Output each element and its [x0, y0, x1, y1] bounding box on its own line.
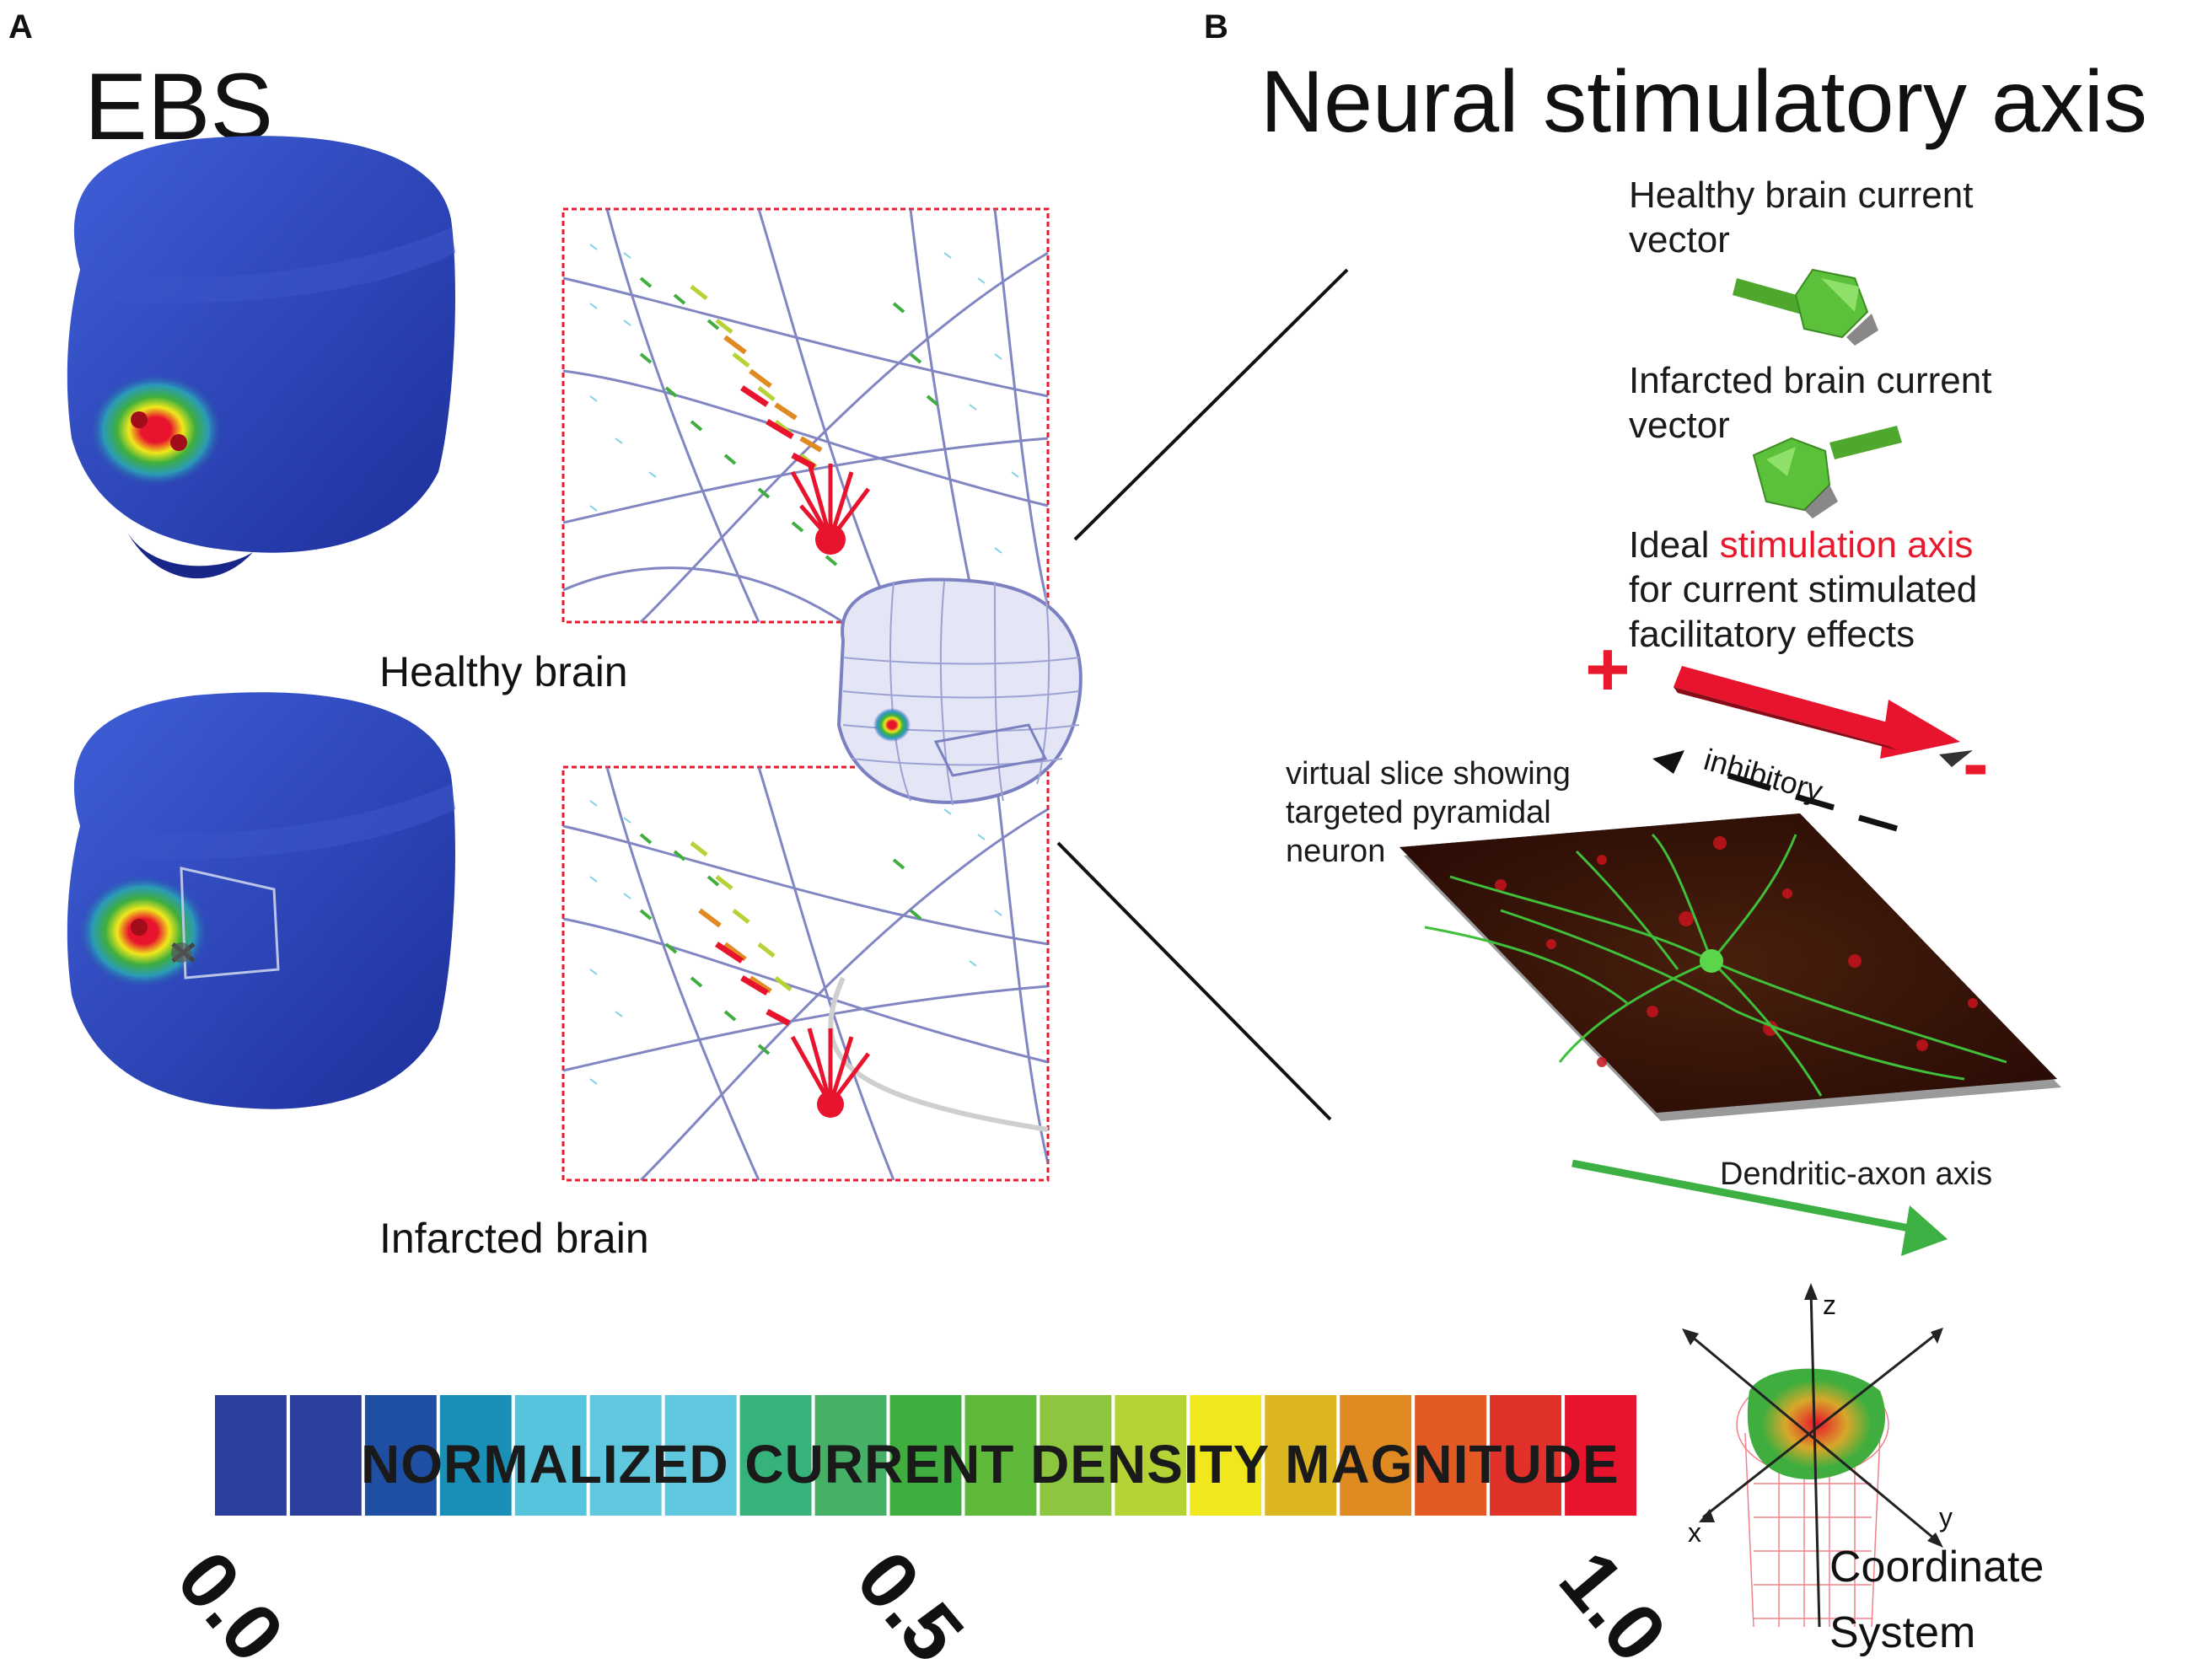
colorbar-swatch [1490, 1395, 1561, 1516]
colorbar-swatch [1565, 1395, 1636, 1516]
neural-slice-image [1400, 813, 2061, 1121]
ideal-axis-line2: for current stimulated [1629, 569, 1978, 610]
wireframe-head [836, 577, 1083, 806]
infarcted-vector-label: Infarcted brain current vector [1629, 358, 1991, 448]
colorbar-swatch [1040, 1395, 1112, 1516]
infarcted-vector-line1: Infarcted brain current [1629, 360, 1992, 401]
slice-line3: neuron [1286, 834, 1386, 869]
slice-line2: targeted pyramidal [1286, 795, 1551, 830]
colorbar-swatch [589, 1395, 662, 1516]
axis-z-label: z [1823, 1290, 1836, 1320]
colorbar-swatch [664, 1395, 737, 1516]
axis-x-label: x [1688, 1517, 1701, 1548]
colorbar-swatch [215, 1395, 287, 1516]
colorbar-swatch [514, 1395, 587, 1516]
plus-sign: + [1585, 626, 1631, 712]
colorbar-swatch [1190, 1395, 1262, 1516]
dendritic-axis-label: Dendritic-axon axis [1720, 1157, 1993, 1192]
colorbar-swatch [1115, 1395, 1187, 1516]
infarcted-vector-line2: vector [1629, 405, 1730, 446]
ideal-axis-line3: facilitatory effects [1629, 614, 1915, 655]
infarcted-vector-icon [1752, 426, 1902, 518]
healthy-zoom-panel [561, 207, 1050, 624]
healthy-vector-label: Healthy brain current vector [1629, 173, 1973, 262]
colorbar-swatch [439, 1395, 512, 1516]
panel-b-letter: B [1204, 8, 1228, 46]
slice-line1: virtual slice showing [1286, 756, 1571, 792]
colorbar-swatch [739, 1395, 812, 1516]
neural-axis-title: Neural stimulatory axis [1260, 53, 2147, 151]
stimulation-axis-arrow [1674, 666, 1973, 767]
colorbar-swatch [364, 1395, 437, 1516]
coordinate-system [1682, 1283, 1943, 1628]
infarcted-vector-field [589, 800, 1002, 1118]
colorbar [215, 1395, 1636, 1516]
panel-a-letter: A [8, 8, 33, 46]
coord-line1: Coordinate [1829, 1543, 2044, 1591]
colorbar-swatch [889, 1395, 962, 1516]
ideal-axis-label: Ideal stimulation axis for current stimu… [1629, 523, 1977, 657]
healthy-vector-line2: vector [1629, 219, 1730, 260]
colorbar-swatch [964, 1395, 1037, 1516]
colorbar-swatch [1340, 1395, 1412, 1516]
colorbar-swatch [289, 1395, 362, 1516]
coordinate-system-label: Coordinate System [1829, 1534, 2044, 1666]
infarcted-zoom-panel [561, 765, 1050, 1182]
colorbar-swatch [1415, 1395, 1487, 1516]
infarcted-head-model [67, 692, 455, 1109]
ideal-highlight: stimulation axis [1719, 524, 1974, 566]
coord-line2: System [1829, 1608, 1976, 1657]
colorbar-swatch [814, 1395, 887, 1516]
inhibitory-dashed-arrow [1652, 750, 1898, 832]
healthy-vector-line1: Healthy brain current [1629, 174, 1974, 216]
axis-y-label: y [1939, 1502, 1953, 1532]
healthy-brain-label: Healthy brain [379, 648, 628, 695]
connector-line-bottom [1056, 841, 1332, 1121]
colorbar-swatch [1265, 1395, 1337, 1516]
ideal-axis-line1: Ideal stimulation axis [1629, 523, 1977, 567]
colorbar-title: NORMALIZED CURRENT DENSITY MAGNITUDE [361, 1434, 1620, 1495]
connector-line-top [1073, 268, 1349, 541]
healthy-head-model [67, 136, 455, 579]
ideal-prefix: Ideal [1629, 524, 1720, 566]
infarcted-brain-label: Infarcted brain [379, 1215, 649, 1262]
healthy-vector-icon [1733, 268, 1878, 346]
minus-sign: - [1963, 721, 1989, 807]
healthy-vector-field [589, 244, 1019, 566]
slice-label: virtual slice showing targeted pyramidal… [1286, 754, 1571, 871]
dendritic-axon-arrow [1571, 1159, 1948, 1256]
